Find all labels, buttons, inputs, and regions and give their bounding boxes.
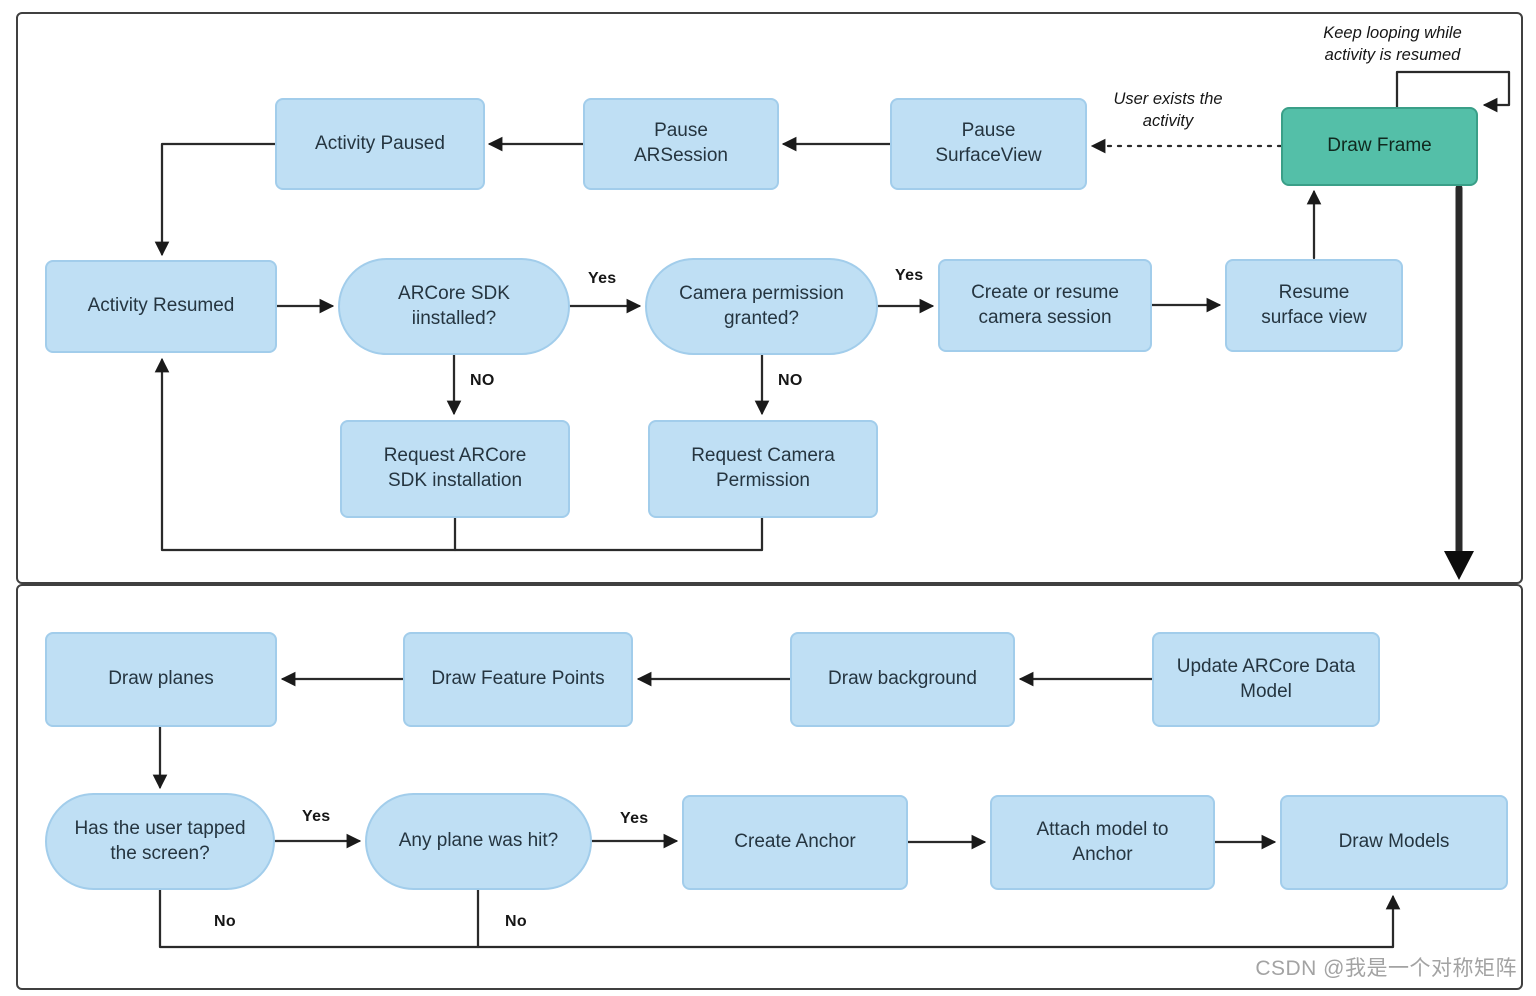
node-arcore-sdk-installed: ARCore SDK iinstalled? bbox=[338, 258, 570, 355]
node-label: Activity Paused bbox=[315, 132, 445, 154]
node-camera-permission-granted: Camera permission granted? bbox=[645, 258, 878, 355]
edge-label-sdk-yes: Yes bbox=[588, 270, 617, 287]
node-create-anchor: Create Anchor bbox=[682, 795, 908, 890]
node-draw-planes: Draw planes bbox=[45, 632, 277, 727]
edge-label-sdk-no: NO bbox=[470, 372, 495, 389]
edge-label-tapped-no: No bbox=[214, 913, 236, 930]
node-request-arcore-sdk-installation: Request ARCore SDK installation bbox=[340, 420, 570, 518]
node-draw-feature-points: Draw Feature Points bbox=[403, 632, 633, 727]
edge-label-camera-yes: Yes bbox=[895, 267, 924, 284]
node-update-arcore-data-model: Update ARCore Data Model bbox=[1152, 632, 1380, 727]
node-label: Pause SurfaceView bbox=[935, 120, 1042, 166]
node-label: Resume surface view bbox=[1261, 281, 1367, 328]
node-create-or-resume-camera-session: Create or resume camera session bbox=[938, 259, 1152, 352]
node-label: ARCore SDK iinstalled? bbox=[398, 282, 510, 329]
edge-label-plane-yes: Yes bbox=[620, 810, 649, 827]
edge-label-plane-no: No bbox=[505, 913, 527, 930]
node-label: Attach model to Anchor bbox=[1036, 818, 1169, 865]
edge-label-tapped-yes: Yes bbox=[302, 808, 331, 825]
node-label: Camera permission granted? bbox=[679, 282, 844, 329]
node-pause-surfaceview: Pause SurfaceView bbox=[890, 98, 1087, 190]
node-label: Request Camera Permission bbox=[691, 445, 835, 491]
node-pause-arsession: Pause ARSession bbox=[583, 98, 779, 190]
node-draw-background: Draw background bbox=[790, 632, 1015, 727]
node-label: Draw planes bbox=[108, 668, 214, 690]
node-label: Activity Resumed bbox=[87, 295, 235, 317]
node-attach-model-to-anchor: Attach model to Anchor bbox=[990, 795, 1215, 890]
node-label: Any plane was hit? bbox=[398, 830, 559, 852]
node-label: Request ARCore SDK installation bbox=[383, 445, 527, 491]
csdn-watermark: CSDN @我是一个对称矩阵 bbox=[1255, 957, 1517, 980]
node-request-camera-permission: Request Camera Permission bbox=[648, 420, 878, 518]
node-resume-surface-view: Resume surface view bbox=[1225, 259, 1403, 352]
node-draw-frame: Draw Frame bbox=[1281, 107, 1478, 186]
node-label: Draw Frame bbox=[1327, 135, 1432, 157]
annotation-keep-looping: Keep looping while activity is resumed bbox=[1323, 24, 1462, 65]
node-has-user-tapped-screen: Has the user tapped the screen? bbox=[45, 793, 275, 890]
node-label: Draw background bbox=[828, 668, 977, 690]
node-label: Update ARCore Data Model bbox=[1176, 655, 1356, 702]
node-any-plane-was-hit: Any plane was hit? bbox=[365, 793, 592, 890]
annotation-user-exits: User exists the activity bbox=[1113, 90, 1223, 131]
node-activity-resumed: Activity Resumed bbox=[45, 260, 277, 353]
node-activity-paused: Activity Paused bbox=[275, 98, 485, 190]
bottom-section-frame bbox=[16, 584, 1523, 990]
node-label: Draw Feature Points bbox=[431, 668, 605, 690]
node-label: Create Anchor bbox=[734, 831, 856, 853]
edge-label-camera-no: NO bbox=[778, 372, 803, 389]
node-label: Has the user tapped the screen? bbox=[74, 817, 246, 864]
top-section-frame bbox=[16, 12, 1523, 584]
node-draw-models: Draw Models bbox=[1280, 795, 1508, 890]
node-label: Create or resume camera session bbox=[971, 281, 1119, 328]
node-label: Pause ARSession bbox=[634, 120, 728, 166]
node-label: Draw Models bbox=[1338, 831, 1450, 853]
